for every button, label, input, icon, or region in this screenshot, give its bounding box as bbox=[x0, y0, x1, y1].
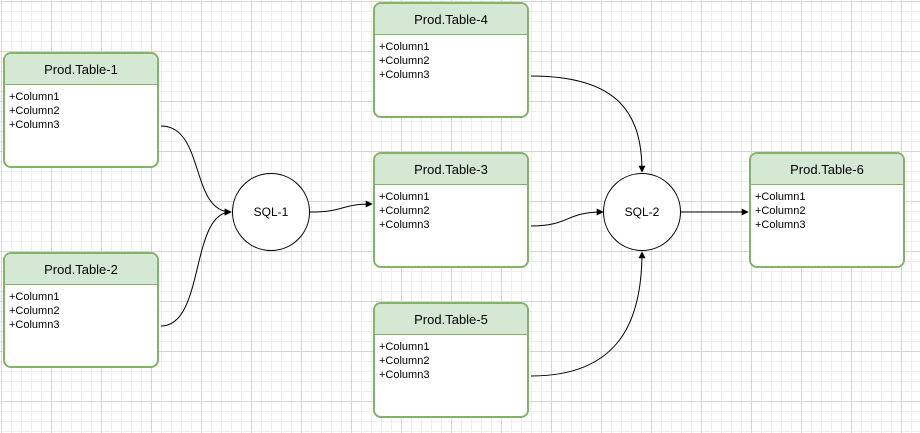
table-field: +Column3 bbox=[9, 319, 60, 331]
table-field-list: +Column1 +Column2 +Column3 bbox=[375, 35, 527, 82]
table-field-list: +Column1 +Column2 +Column3 bbox=[751, 185, 903, 232]
table-field: +Column1 bbox=[9, 291, 60, 303]
table-node-prod-table-4[interactable]: Prod.Table-4 +Column1 +Column2 +Column3 bbox=[373, 2, 529, 118]
table-field: +Column3 bbox=[755, 219, 806, 231]
table-field: +Column2 bbox=[379, 55, 430, 67]
table-field: +Column1 bbox=[9, 91, 60, 103]
table-field-list: +Column1 +Column2 +Column3 bbox=[5, 285, 157, 332]
table-field: +Column2 bbox=[9, 105, 60, 117]
table-title: Prod.Table-2 bbox=[5, 254, 157, 285]
table-field: +Column1 bbox=[379, 191, 430, 203]
table-field: +Column2 bbox=[755, 205, 806, 217]
table-field-list: +Column1 +Column2 +Column3 bbox=[5, 85, 157, 132]
edge-table3-to-sql2 bbox=[530, 208, 604, 227]
edge-table4-to-sql2 bbox=[530, 75, 646, 173]
table-title: Prod.Table-1 bbox=[5, 54, 157, 85]
table-field-list: +Column1 +Column2 +Column3 bbox=[375, 335, 527, 382]
table-node-prod-table-2[interactable]: Prod.Table-2 +Column1 +Column2 +Column3 bbox=[3, 252, 159, 368]
sql-node-sql-2[interactable]: SQL-2 bbox=[603, 173, 681, 251]
table-field: +Column2 bbox=[379, 205, 430, 217]
table-field: +Column2 bbox=[9, 305, 60, 317]
table-field: +Column3 bbox=[9, 119, 60, 131]
table-field-list: +Column1 +Column2 +Column3 bbox=[375, 185, 527, 232]
table-title: Prod.Table-5 bbox=[375, 304, 527, 335]
table-node-prod-table-6[interactable]: Prod.Table-6 +Column1 +Column2 +Column3 bbox=[749, 152, 905, 268]
sql-label: SQL-1 bbox=[253, 205, 289, 219]
table-field: +Column1 bbox=[379, 341, 430, 353]
table-field: +Column3 bbox=[379, 69, 430, 81]
table-title: Prod.Table-3 bbox=[375, 154, 527, 185]
table-node-prod-table-5[interactable]: Prod.Table-5 +Column1 +Column2 +Column3 bbox=[373, 302, 529, 418]
edge-table2-to-sql1 bbox=[160, 208, 232, 327]
edge-table5-to-sql2 bbox=[530, 251, 646, 377]
table-node-prod-table-3[interactable]: Prod.Table-3 +Column1 +Column2 +Column3 bbox=[373, 152, 529, 268]
table-field: +Column1 bbox=[755, 191, 806, 203]
sql-label: SQL-2 bbox=[624, 205, 660, 219]
sql-node-sql-1[interactable]: SQL-1 bbox=[232, 173, 310, 251]
table-title: Prod.Table-6 bbox=[751, 154, 903, 185]
table-field: +Column2 bbox=[379, 355, 430, 367]
edge-sql1-to-table3 bbox=[309, 200, 373, 213]
table-field: +Column1 bbox=[379, 41, 430, 53]
edge-table1-to-sql1 bbox=[160, 125, 232, 216]
table-field: +Column3 bbox=[379, 369, 430, 381]
table-field: +Column3 bbox=[379, 219, 430, 231]
table-title: Prod.Table-4 bbox=[375, 4, 527, 35]
table-node-prod-table-1[interactable]: Prod.Table-1 +Column1 +Column2 +Column3 bbox=[3, 52, 159, 168]
